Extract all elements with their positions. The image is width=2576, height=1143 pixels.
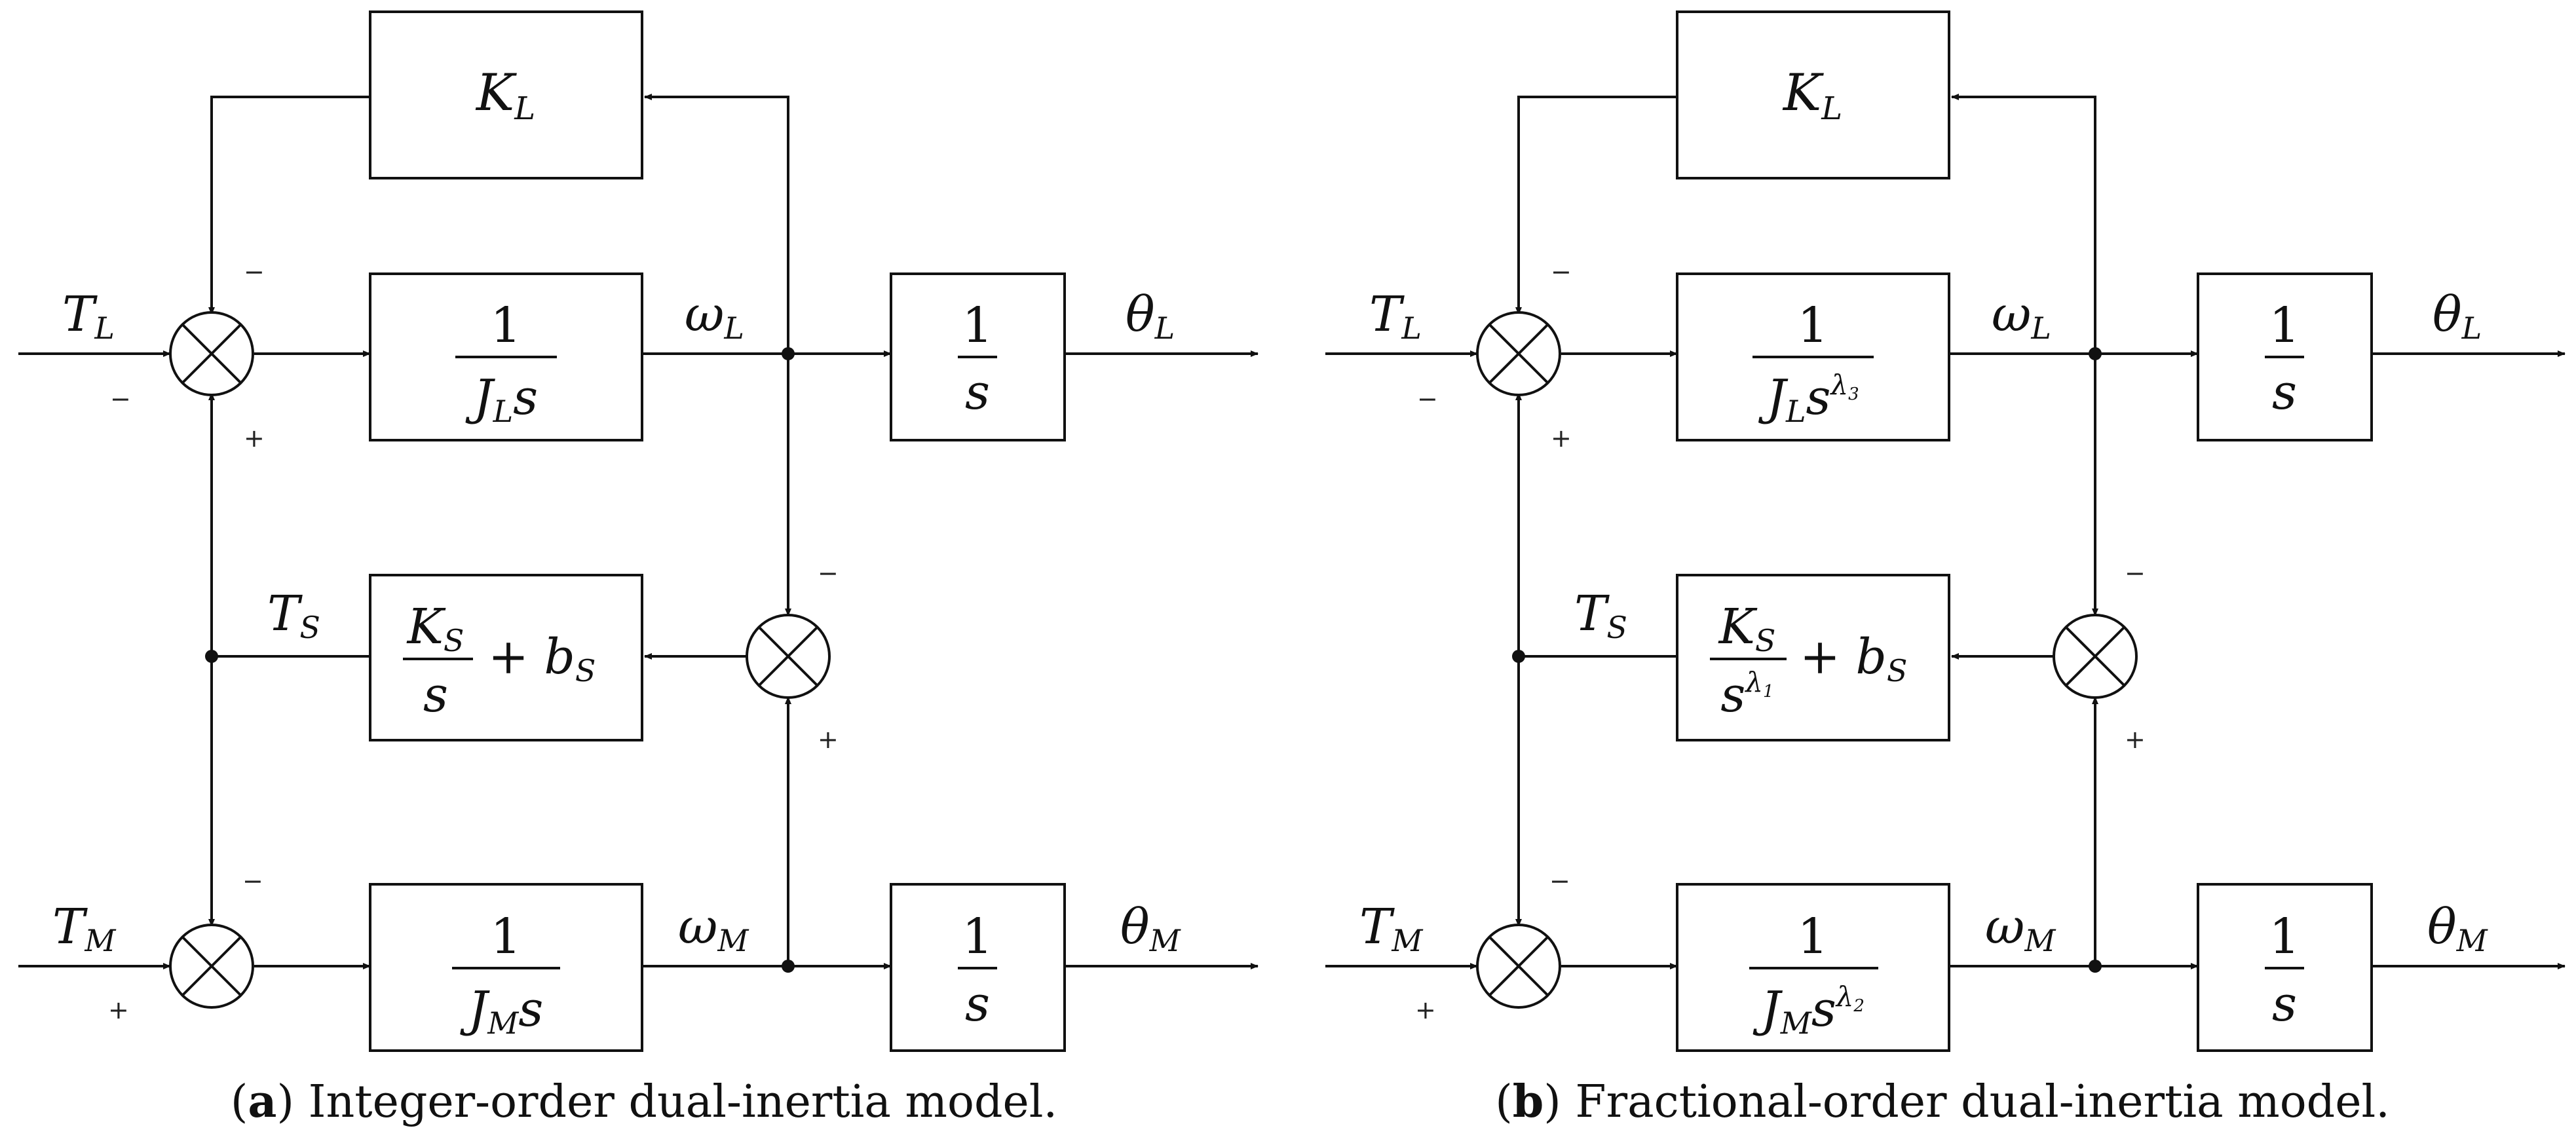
panel-b: − − + − + − + KL 1 JLsλ3 KS sλ1 + bS 1 J…	[1325, 10, 2566, 1128]
sum-junction-shaft	[746, 614, 831, 699]
gain-kl-label: KL	[475, 64, 535, 127]
shaft-damping-term: + bS	[1800, 629, 1907, 688]
sum-junction-motor	[1476, 924, 1561, 1009]
omega-motor-label: ωM	[678, 899, 749, 958]
theta-motor-label: θM	[1120, 899, 1182, 958]
sign-plus: +	[1415, 996, 1436, 1024]
sign-minus: −	[1417, 384, 1438, 413]
wire	[1515, 96, 1677, 315]
shaft-torque-label: TS	[267, 586, 320, 645]
gain-kl-block	[1676, 10, 1950, 179]
sign-minus: −	[1551, 257, 1572, 286]
integrator-denominator: s	[2272, 976, 2297, 1032]
load-inertia-block	[1676, 272, 1950, 441]
sign-minus: −	[242, 867, 263, 895]
omega-motor-label: ωM	[1985, 899, 2056, 958]
motor-inertia-numerator: 1	[490, 909, 521, 965]
shaft-numerator: KS	[406, 599, 464, 658]
wire	[208, 96, 370, 315]
load-inertia-numerator: 1	[490, 297, 521, 354]
gain-kl-label: KL	[1782, 64, 1842, 127]
sum-junction-load	[1476, 311, 1561, 396]
motor-inertia-numerator: 1	[1797, 909, 1828, 965]
junction-dot	[2089, 347, 2102, 360]
sign-minus: −	[110, 384, 131, 413]
sign-plus: +	[818, 725, 839, 754]
theta-motor-label: θM	[2427, 899, 2489, 958]
panel-a: − − + − + − + KL 1 JLs KS s + bS 1 JMs 1…	[18, 10, 1259, 1128]
sign-minus: −	[1549, 867, 1570, 895]
motor-inertia-denominator: JMs	[460, 981, 544, 1041]
integrator-motor-block	[2197, 883, 2373, 1052]
shaft-numerator: KS	[1718, 599, 1776, 658]
sign-plus: +	[2125, 725, 2146, 754]
integrator-denominator: s	[965, 976, 990, 1032]
theta-load-label: θL	[2433, 286, 2482, 346]
input-torque-load-label: TL	[62, 286, 115, 346]
sum-junction-motor	[169, 924, 254, 1009]
omega-load-label: ωL	[1992, 286, 2051, 346]
wire	[1951, 94, 2096, 354]
caption-b: (b) Fractional-order dual-inertia model.	[1495, 1076, 2390, 1128]
load-inertia-numerator: 1	[1797, 297, 1828, 354]
shaft-denominator: s	[423, 667, 448, 723]
omega-load-label: ωL	[685, 286, 744, 346]
sum-junction-load	[169, 311, 254, 396]
sign-plus: +	[244, 424, 265, 453]
input-torque-load-label: TL	[1369, 286, 1422, 346]
integrator-numerator: 1	[2269, 297, 2300, 354]
input-torque-motor-label: TM	[1359, 899, 1424, 958]
integrator-numerator: 1	[962, 909, 993, 965]
sign-minus: −	[2125, 559, 2146, 588]
caption-a: (a) Integer-order dual-inertia model.	[231, 1076, 1057, 1128]
shaft-denominator: sλ1	[1720, 666, 1773, 723]
theta-load-label: θL	[1126, 286, 1175, 346]
sign-minus: −	[818, 559, 839, 588]
wire	[644, 94, 789, 354]
sum-junction-shaft	[2053, 614, 2138, 699]
junction-dot	[1512, 650, 1525, 663]
junction-dot	[2089, 960, 2102, 973]
sign-plus: +	[1551, 424, 1572, 453]
junction-dot	[782, 347, 795, 360]
shaft-torque-label: TS	[1574, 586, 1627, 645]
integrator-denominator: s	[2272, 364, 2297, 421]
gain-kl-block	[369, 10, 643, 179]
integrator-denominator: s	[965, 364, 990, 421]
integrator-numerator: 1	[962, 297, 993, 354]
junction-dot	[782, 960, 795, 973]
sign-minus: −	[244, 257, 265, 286]
junction-dot	[205, 650, 218, 663]
integrator-numerator: 1	[2269, 909, 2300, 965]
shaft-damping-term: + bS	[488, 629, 596, 688]
sign-plus: +	[108, 996, 129, 1024]
input-torque-motor-label: TM	[52, 899, 117, 958]
